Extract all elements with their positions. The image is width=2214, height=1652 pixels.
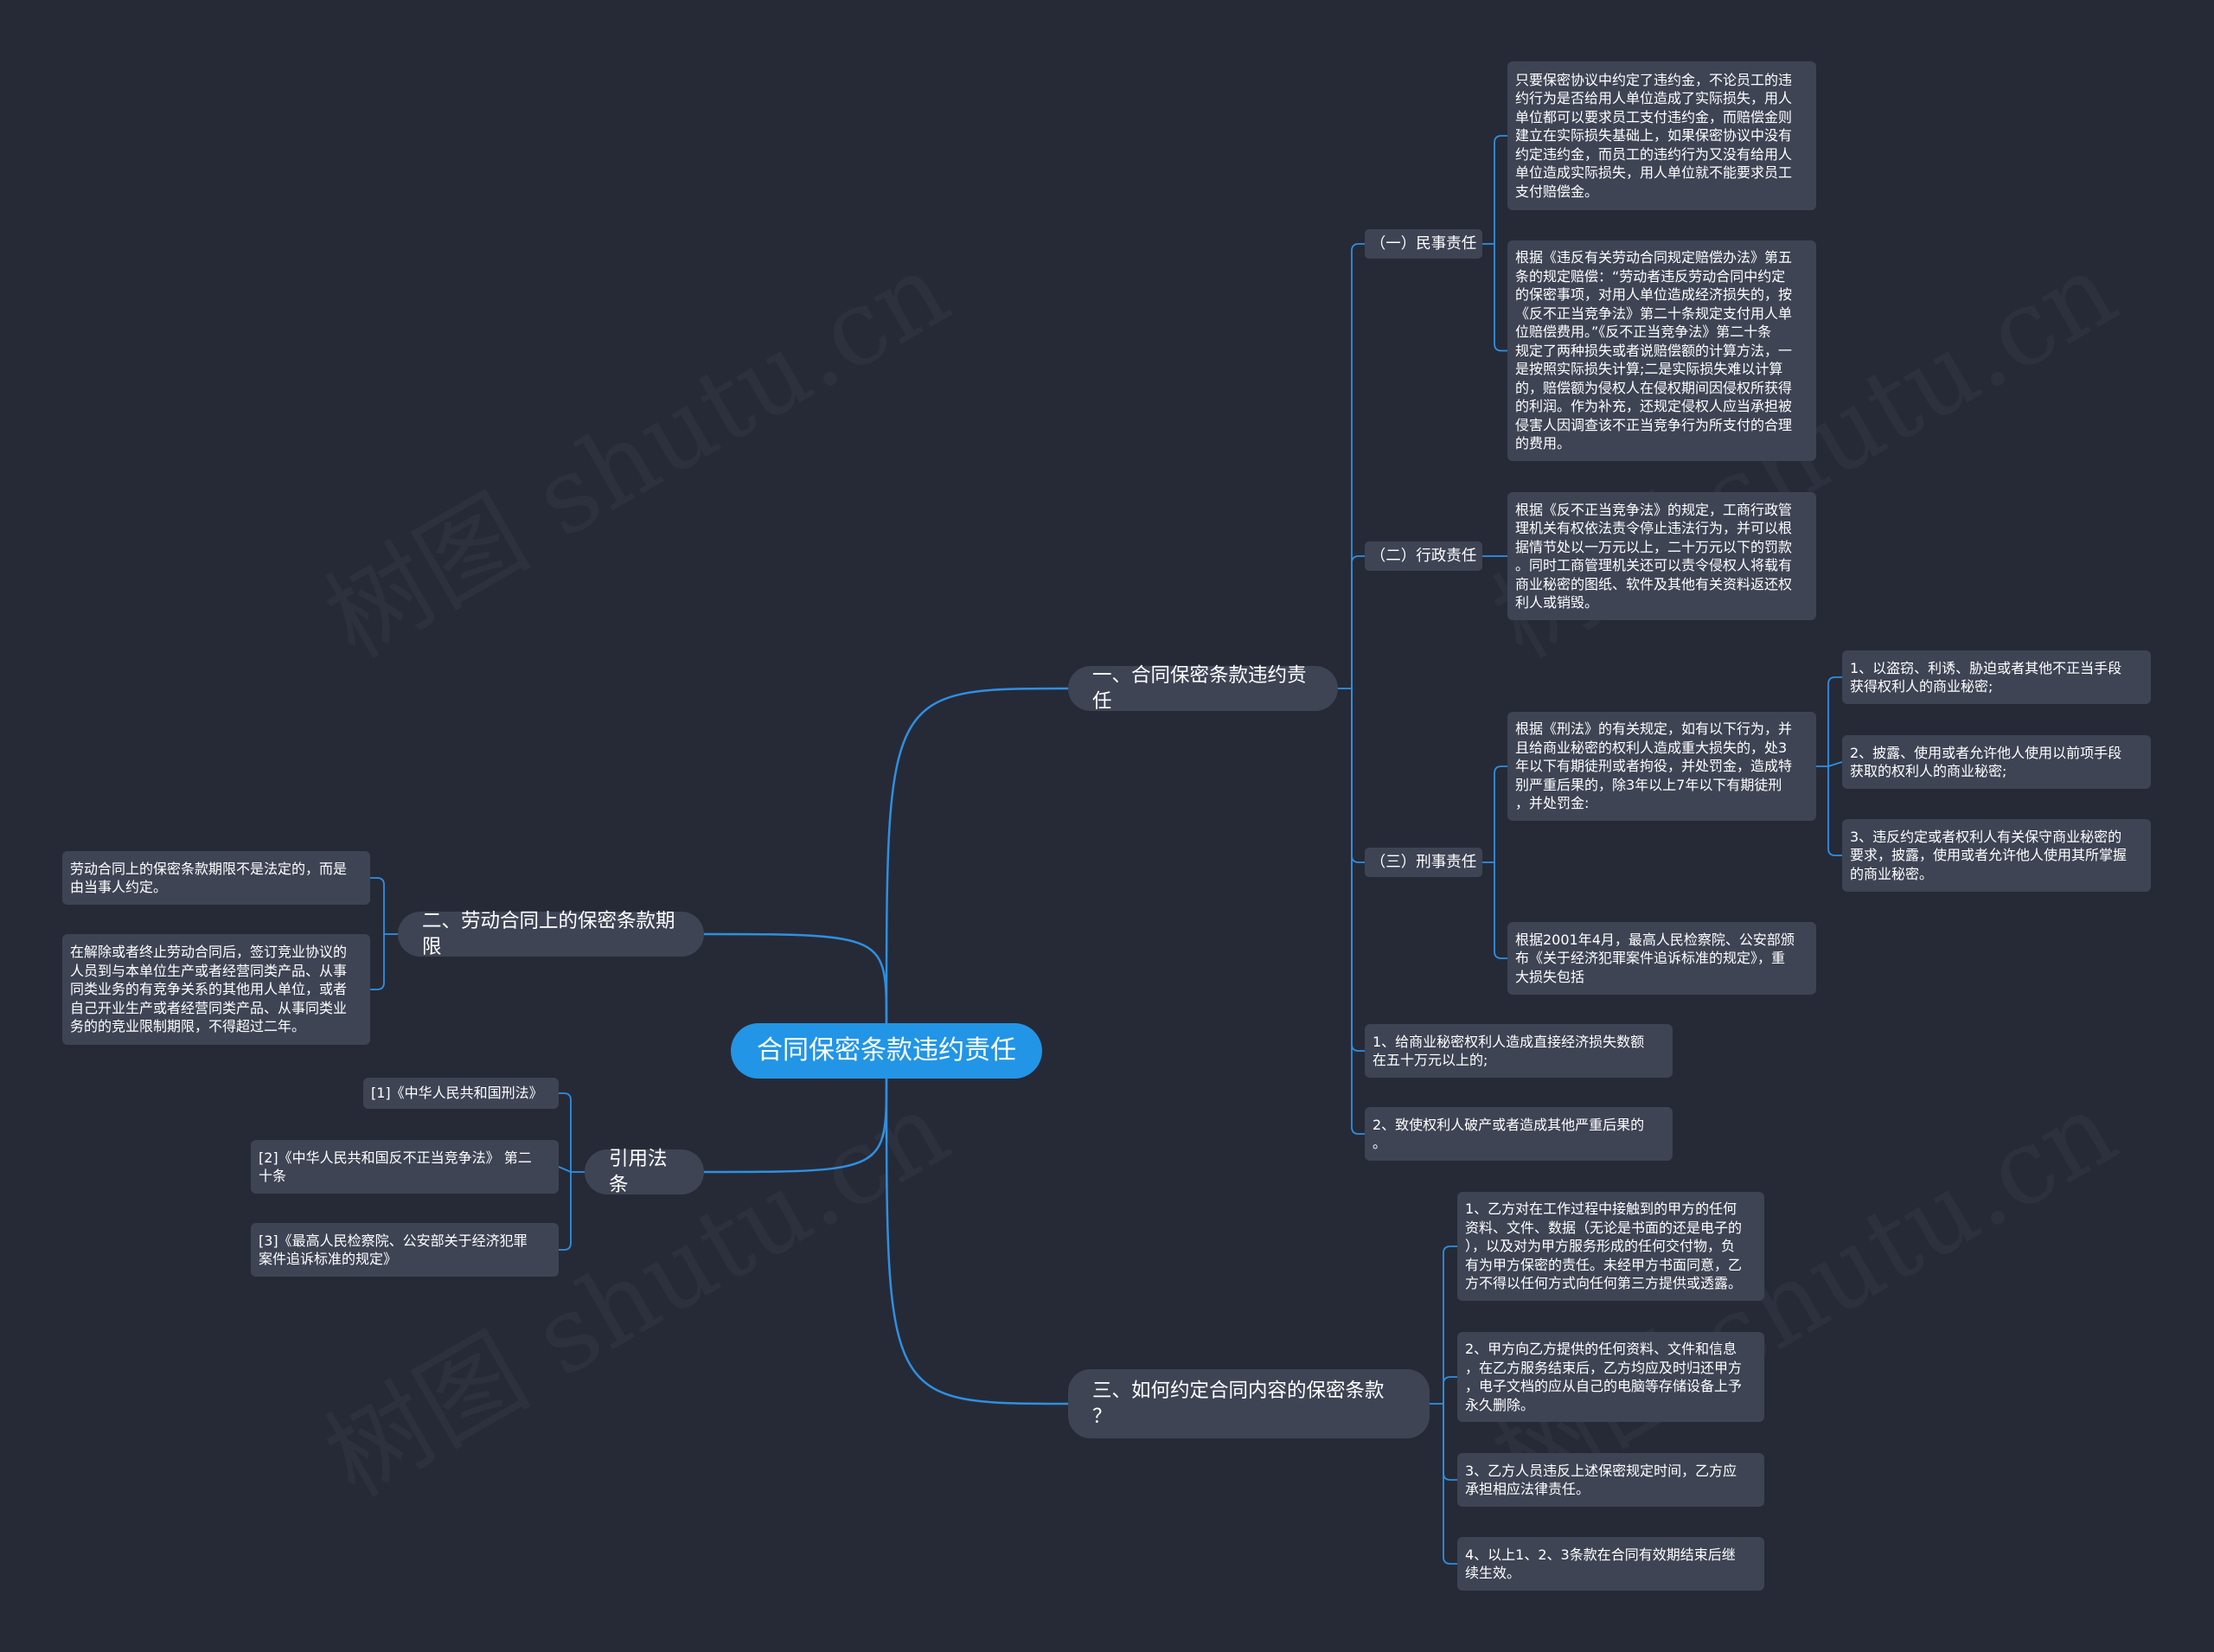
branch-link [1494, 765, 1507, 862]
topic-civil-liability[interactable]: （一）民事责任 [1365, 229, 1482, 259]
root-topic[interactable]: 合同保密条款违约责任 [731, 1023, 1042, 1079]
branch-link [1443, 1245, 1457, 1404]
criminal-act-item-1[interactable]: 1、以盗窃、利诱、胁迫或者其他不正当手段 获得权利人的商业秘密; [1842, 650, 2151, 704]
branch-link [1351, 688, 1365, 1052]
cited-law-2[interactable]: [2]《中华人民共和国反不正当竞争法》 第二 十条 [251, 1140, 559, 1194]
branch-link [1443, 1404, 1457, 1565]
branch-link [370, 877, 385, 934]
cited-law-3[interactable]: [3]《最高人民检察院、公安部关于经济犯罪 案件追诉标准的规定》 [251, 1223, 559, 1277]
agreement-clause-1[interactable]: 1、乙方对在工作过程中接触到的甲方的任何 资料、文件、数据（无论是书面的还是电子… [1457, 1192, 1764, 1301]
cited-law-1[interactable]: [1]《中华人民共和国刑法》 [363, 1078, 559, 1109]
branch-link [1494, 135, 1507, 244]
root-link [703, 1078, 888, 1174]
root-link [885, 1078, 1069, 1405]
root-link [885, 687, 1069, 1024]
agreement-clause-4[interactable]: 4、以上1、2、3条款在合同有效期结束后继 续生效。 [1457, 1537, 1764, 1591]
root-link [703, 932, 888, 1024]
criminal-act-item-3[interactable]: 3、违反约定或者权利人有关保守商业秘密的 要求，披露，使用或者允许他人使用其所掌… [1842, 819, 2151, 892]
topic-criminal-liability[interactable]: （三）刑事责任 [1365, 848, 1482, 877]
civil-liability-note-2[interactable]: 根据《违反有关劳动合同规定赔偿办法》第五 条的规定赔偿：“劳动者违反劳动合同中约… [1507, 240, 1816, 461]
branch-link [559, 1172, 572, 1251]
branch-link [558, 1166, 572, 1173]
period-note-1[interactable]: 劳动合同上的保密条款期限不是法定的，而是 由当事人约定。 [62, 851, 370, 905]
criminal-liability-note-1[interactable]: 根据《刑法》的有关规定，如有以下行为，并 且给商业秘密的权利人造成重大损失的，处… [1507, 712, 1816, 821]
civil-liability-note-1[interactable]: 只要保密协议中约定了违约金，不论员工的违 约行为是否给用人单位造成了实际损失，用… [1507, 61, 1816, 210]
topic-administrative-liability[interactable]: （二）行政责任 [1365, 541, 1482, 571]
criminal-act-item-2[interactable]: 2、披露、使用或者允许他人使用以前项手段 获取的权利人的商业秘密; [1842, 735, 2151, 789]
branch-link [1494, 862, 1507, 959]
major-loss-item-1[interactable]: 1、给商业秘密权利人造成直接经济损失数额 在五十万元以上的; [1365, 1024, 1673, 1078]
branch-link [1827, 676, 1842, 766]
branch-link [1827, 766, 1842, 856]
branch-link [370, 934, 385, 990]
branch-cited-laws[interactable]: 引用法条 [585, 1148, 704, 1196]
agreement-clause-3[interactable]: 3、乙方人员违反上述保密规定时间，乙方应 承担相应法律责任。 [1457, 1453, 1764, 1507]
branch-breach-liability[interactable]: 一、合同保密条款违约责任 [1068, 664, 1338, 713]
branch-link [1351, 555, 1365, 688]
period-note-2[interactable]: 在解除或者终止劳动合同后，签订竞业协议的 人员到与本单位生产或者经营同类产品、从… [62, 934, 370, 1045]
administrative-liability-note[interactable]: 根据《反不正当竞争法》的规定，工商行政管 理机关有权依法责令停止违法行为，并可以… [1507, 492, 1816, 620]
branch-link [1494, 244, 1507, 352]
criminal-liability-note-2[interactable]: 根据2001年4月，最高人民检察院、公安部颁 布《关于经济犯罪案件追诉标准的规定… [1507, 922, 1816, 995]
branch-link [1351, 688, 1365, 1135]
branch-confidentiality-period[interactable]: 二、劳动合同上的保密条款期限 [398, 910, 704, 958]
branch-link [559, 1092, 572, 1172]
branch-link [1351, 688, 1365, 863]
branch-link [1443, 1376, 1457, 1404]
branch-link [1351, 243, 1365, 688]
branch-how-to-agree[interactable]: 三、如何约定合同内容的保密条款 ？ [1068, 1369, 1430, 1438]
branch-link [1443, 1404, 1457, 1481]
agreement-clause-2[interactable]: 2、甲方向乙方提供的任何资料、文件和信息 ，在乙方服务结束后，乙方均应及时归还甲… [1457, 1332, 1764, 1422]
major-loss-item-2[interactable]: 2、致使权利人破产或者造成其他严重后果的 。 [1365, 1107, 1673, 1161]
branch-link [1827, 761, 1843, 767]
